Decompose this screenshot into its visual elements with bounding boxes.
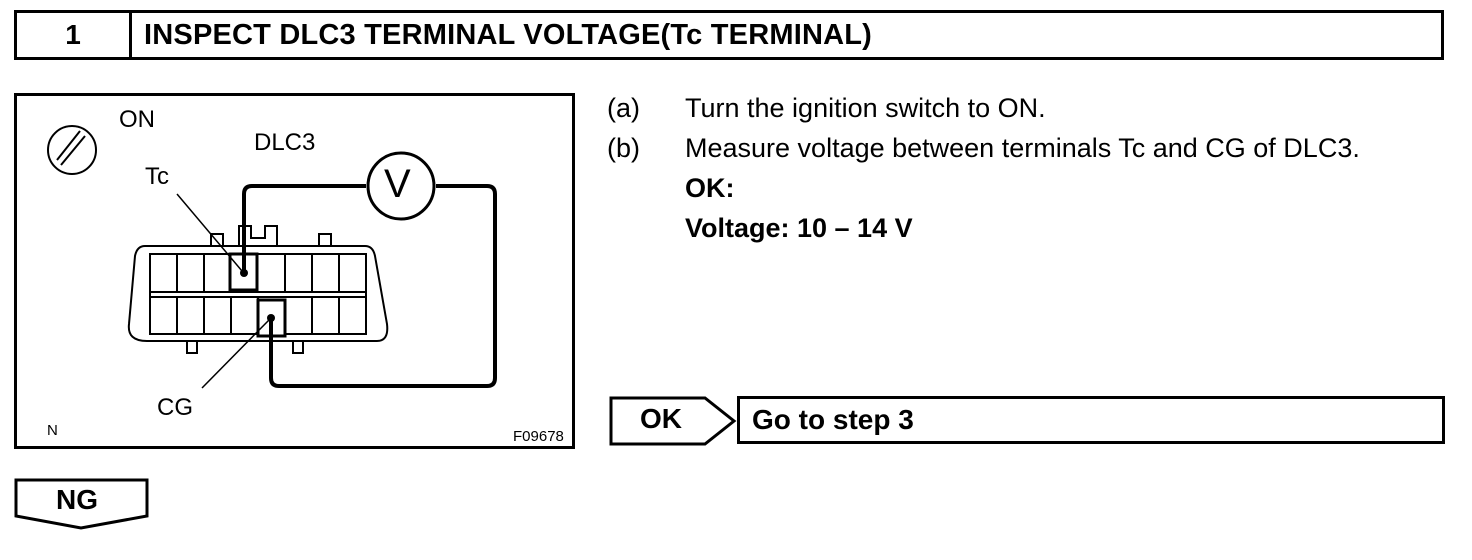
instruction-letter: (a): [607, 93, 640, 123]
ok-result-label: OK: [640, 403, 682, 434]
step-header: 1 INSPECT DLC3 TERMINAL VOLTAGE(Tc TERMI…: [14, 10, 1444, 60]
ok-criteria-label: OK:: [685, 173, 735, 203]
dlc3-diagram: ON DLC3 Tc CG V N F09678: [14, 93, 575, 449]
instruction-text: Turn the ignition switch to ON.: [685, 93, 1046, 123]
ng-result-label: NG: [56, 484, 98, 515]
cg-leader-line: [201, 319, 270, 389]
tc-probe-wire: [242, 184, 366, 273]
voltage-spec: Voltage: 10 – 14 V: [685, 213, 913, 243]
instruction-item: (b) Measure voltage between terminals Tc…: [607, 128, 1457, 168]
ok-arrow-box: [609, 396, 737, 446]
cg-label: CG: [157, 394, 193, 421]
dlc3-connector-shape: [127, 225, 389, 354]
ng-arrow-box: [14, 478, 149, 530]
voltmeter-symbol: V: [384, 162, 411, 206]
step-title: INSPECT DLC3 TERMINAL VOLTAGE(Tc TERMINA…: [144, 18, 873, 51]
instruction-item: (a) Turn the ignition switch to ON.: [607, 88, 1457, 128]
cg-probe-wire: [269, 184, 497, 388]
connector-label: DLC3: [254, 129, 316, 156]
dlc3-wiring-drawing: [47, 125, 497, 389]
ignition-switch-icon: [47, 125, 97, 175]
instruction-text: Measure voltage between terminals Tc and…: [685, 133, 1360, 163]
figure-corner-code: N: [47, 422, 58, 439]
step-number: 1: [17, 13, 132, 57]
tc-leader-line: [176, 193, 243, 272]
instruction-list: (a) Turn the ignition switch to ON. (b) …: [607, 88, 1457, 248]
figure-id: F09678: [513, 428, 564, 445]
voltmeter-icon: [366, 151, 436, 221]
tc-label: Tc: [145, 163, 169, 190]
go-to-step-box: Go to step 3: [737, 396, 1445, 444]
switch-label: ON: [119, 106, 155, 133]
instruction-letter: (b): [607, 133, 640, 163]
